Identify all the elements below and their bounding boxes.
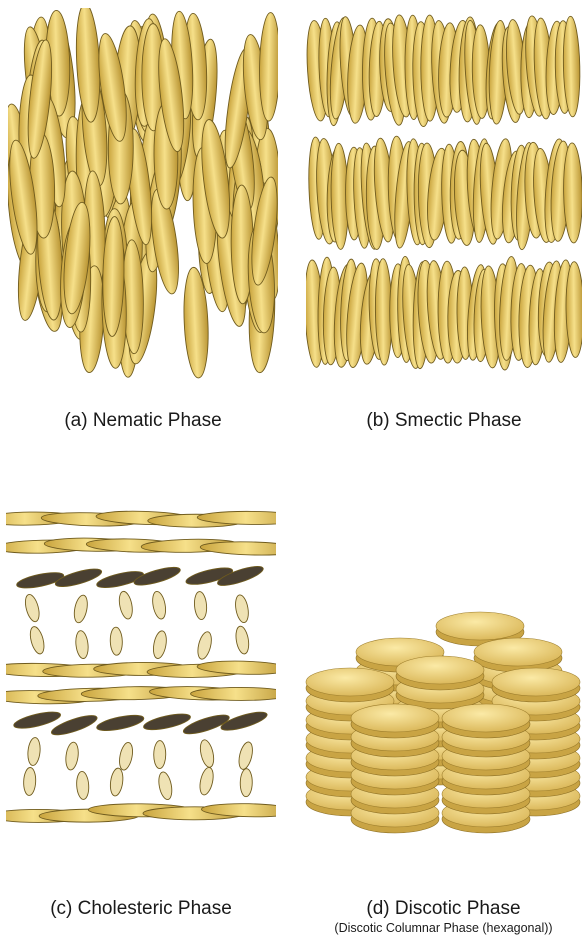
cholesteric-molecule	[200, 541, 276, 557]
cholesteric-molecule	[109, 767, 125, 796]
cholesteric-molecule	[23, 767, 36, 796]
cholesteric-molecule	[237, 741, 255, 771]
smectic-phase-illustration	[306, 8, 582, 390]
caption-discotic: (d) Discotic Phase	[300, 898, 587, 920]
cholesteric-molecule	[191, 687, 276, 700]
caption-nematic: (a) Nematic Phase	[8, 410, 278, 432]
cholesteric-molecule	[198, 766, 216, 796]
cholesteric-molecule	[157, 771, 174, 801]
cholesteric-molecule	[72, 594, 89, 624]
cholesteric-molecule	[76, 771, 90, 800]
discotic-disc	[442, 704, 530, 732]
smectic-panel	[306, 8, 582, 390]
nematic-molecule	[74, 8, 103, 123]
discotic-phase-illustration	[300, 610, 587, 850]
cholesteric-molecule	[27, 737, 42, 766]
discotic-disc	[492, 668, 580, 696]
discotic-disc	[396, 656, 484, 684]
cholesteric-molecule	[195, 630, 213, 660]
cholesteric-molecule	[117, 741, 134, 771]
discotic-disc	[436, 612, 524, 640]
cholesteric-molecule	[23, 593, 42, 623]
discotic-disc	[474, 638, 562, 666]
subcaption-discotic: (Discotic Columnar Phase (hexagonal))	[300, 921, 587, 935]
cholesteric-molecule	[151, 590, 168, 620]
cholesteric-molecule	[240, 769, 253, 797]
nematic-panel	[8, 8, 278, 390]
cholesteric-molecule	[234, 594, 251, 624]
nematic-phase-illustration	[8, 8, 278, 390]
cholesteric-molecule	[110, 627, 123, 655]
cholesteric-molecule	[28, 625, 47, 655]
cholesteric-molecule	[117, 590, 134, 620]
cholesteric-molecule	[234, 625, 250, 655]
cholesteric-molecule	[64, 741, 79, 770]
cholesteric-molecule	[198, 739, 216, 769]
cholesteric-panel	[6, 498, 276, 848]
cholesteric-molecule	[96, 712, 145, 733]
cholesteric-molecule	[154, 741, 166, 769]
discotic-disc	[306, 668, 394, 696]
cholesteric-molecule	[54, 565, 103, 590]
cholesteric-molecule	[151, 630, 168, 660]
caption-smectic: (b) Smectic Phase	[306, 410, 582, 432]
discotic-panel	[300, 610, 587, 850]
cholesteric-phase-illustration	[6, 498, 276, 848]
cholesteric-molecule	[193, 591, 207, 620]
nematic-molecule	[259, 12, 278, 121]
caption-cholesteric: (c) Cholesteric Phase	[6, 898, 276, 920]
discotic-disc	[351, 704, 439, 732]
smectic-molecule	[563, 143, 582, 243]
cholesteric-molecule	[74, 630, 89, 659]
